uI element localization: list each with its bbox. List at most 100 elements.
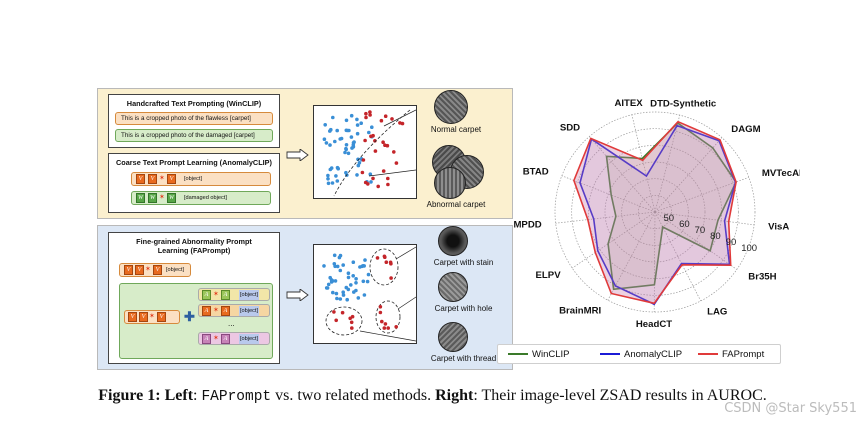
abnormal-point [398, 121, 402, 125]
token-v1: V [128, 312, 137, 322]
arrow-icon [286, 289, 309, 301]
abnormal-carpet-label: Abnormal carpet [426, 200, 486, 209]
caption-fig: Figure 1: [98, 387, 161, 404]
token-vn: V [167, 174, 176, 184]
thread-carpet-label: Carpet with thread [430, 354, 497, 363]
abnormal-point [371, 176, 375, 181]
faprompt-box: Fine-grained Abnormality Prompt Learning… [108, 232, 280, 364]
object-prompt-row: V V ✶ V [object] [131, 172, 271, 186]
normal-point [351, 274, 355, 278]
radar-tick-label: 60 [679, 219, 690, 230]
token-v2: V [139, 312, 148, 322]
series-faprompt [573, 120, 737, 305]
abnormal-point [386, 326, 390, 330]
abnormal-point [349, 320, 354, 325]
fa-object-row: V V ✶ V [object] [119, 263, 191, 277]
token-w2: W [148, 193, 157, 203]
normal-point [346, 151, 351, 156]
legend-swatch [698, 353, 718, 356]
abn-obj-2: [object] [239, 306, 260, 316]
normal-point [326, 282, 331, 287]
token-ake: A [221, 334, 230, 344]
normal-point [331, 290, 335, 295]
normal-point [355, 123, 360, 127]
abnormal-point [364, 111, 368, 116]
normal-point [341, 263, 345, 267]
abn-prompt-2: A ✶ A [object] [198, 304, 270, 317]
normal-point [333, 264, 337, 269]
abnormal-point [363, 138, 367, 143]
radar-axis-label: Br35H [748, 271, 776, 282]
radar-axis-label: ELPV [536, 270, 562, 281]
normal-point [341, 293, 346, 297]
abnormal-point [350, 326, 354, 330]
abnormal-point [373, 149, 378, 153]
abnormal-carpet-image-3 [434, 167, 466, 199]
fa-abnormal-base: V V ✶ V [124, 310, 180, 324]
normal-point [346, 287, 351, 292]
normal-point [357, 161, 362, 165]
legend-item-anomalyclip: AnomalyCLIP [600, 349, 682, 360]
normal-point [355, 173, 359, 177]
object-text: [object] [184, 176, 203, 182]
token-ve: V [153, 265, 162, 275]
chart-legend: WinCLIP AnomalyCLIP FAPrompt [497, 344, 781, 364]
normal-point [356, 296, 361, 300]
thread-carpet-image [438, 322, 468, 352]
abn-prompt-1: A ✶ A [object] [198, 288, 270, 301]
radar-axis-label: DTD-Synthetic [650, 99, 717, 110]
normal-point [333, 139, 337, 144]
normal-point [335, 179, 340, 183]
arrow-icon [286, 149, 309, 161]
normal-point [338, 297, 343, 301]
caption-left: Left [164, 387, 194, 404]
normal-point [335, 165, 340, 170]
abnormal-point [385, 143, 390, 148]
fire-icon: ✶ [213, 291, 219, 298]
normal-point [349, 283, 353, 287]
abnormal-point [360, 170, 365, 175]
fire-icon: ✶ [213, 335, 219, 342]
normal-point [330, 279, 335, 283]
abnormal-point [364, 115, 368, 120]
radar-axis-label: HeadCT [636, 319, 672, 330]
legend-label: FAPrompt [722, 349, 765, 360]
stain-carpet-image [438, 226, 468, 256]
normal-point [328, 167, 333, 172]
fire-icon: ✶ [159, 175, 165, 182]
radar-ring [637, 194, 673, 230]
pointer-line [359, 330, 417, 342]
anomalyclip-title: Coarse Text Prompt Learning (AnomalyCLIP… [116, 158, 272, 167]
radar-tick-label: 50 [664, 213, 675, 224]
radar-tick-label: 90 [726, 237, 737, 248]
abnormal-point [361, 158, 366, 162]
normal-point [355, 117, 359, 122]
legend-label: AnomalyCLIP [624, 349, 683, 360]
normal-point [352, 140, 356, 144]
token-ve: V [157, 312, 166, 322]
hole-carpet-label: Carpet with hole [434, 304, 493, 313]
normal-point [344, 118, 349, 123]
token-a1: A [202, 290, 211, 300]
radar-ring [554, 111, 756, 313]
abnormal-point [378, 310, 383, 315]
abnormal-point [392, 150, 396, 154]
token-w1: W [136, 193, 145, 203]
caption-colon: : [193, 387, 202, 404]
normal-point [329, 127, 333, 132]
normal-point [326, 173, 330, 178]
caption-mid: vs. two related methods. [271, 387, 436, 404]
abnormal-point [386, 176, 390, 181]
normal-point [335, 296, 339, 301]
normal-carpet-image [434, 90, 468, 124]
figure-caption: Figure 1: Left: FAPrompt vs. two related… [0, 386, 865, 407]
normal-point [335, 264, 340, 269]
legend-swatch [508, 353, 528, 356]
token-wn: W [167, 193, 176, 203]
abnormal-point [384, 260, 389, 264]
normal-point [326, 181, 331, 186]
winclip-box: Handcrafted Text Prompting (WinCLIP) Thi… [108, 94, 280, 148]
abnormal-point [381, 169, 386, 173]
legend-item-faprompt: FAPrompt [698, 349, 764, 360]
radar-axis-label: VisA [768, 221, 789, 232]
